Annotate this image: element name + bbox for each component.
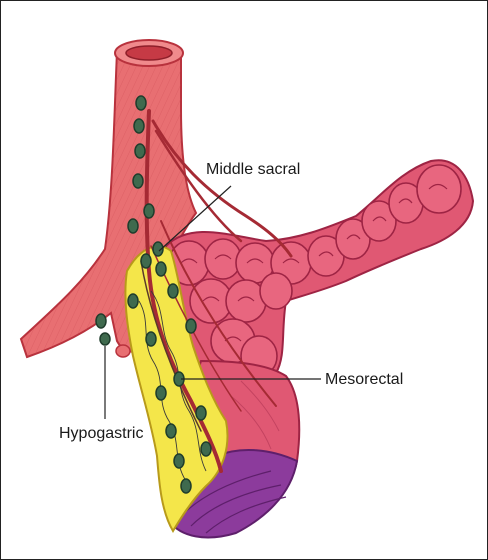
lymph-node xyxy=(165,423,177,439)
lymph-node xyxy=(133,118,145,134)
lymph-node xyxy=(95,313,107,329)
lymph-node xyxy=(127,218,139,234)
sigmoid-colon xyxy=(165,159,475,391)
middle-sacral-artery xyxy=(144,109,223,473)
lymph-node xyxy=(155,261,167,277)
lymph-node xyxy=(200,441,212,457)
lymph-node xyxy=(167,283,179,299)
lymph-node xyxy=(134,143,146,159)
lymph-node xyxy=(127,293,139,309)
superior-rectal-artery xyxy=(151,119,293,258)
lymph-node xyxy=(132,173,144,189)
lymph-node xyxy=(180,478,192,494)
lymph-node xyxy=(195,405,207,421)
sigmoid-branch xyxy=(154,129,243,243)
lymph-node xyxy=(185,318,197,334)
haustra xyxy=(259,272,293,310)
lymph-node xyxy=(173,453,185,469)
lymph-node xyxy=(155,385,167,401)
lymph-nodes xyxy=(95,95,212,494)
lymph-node xyxy=(152,241,164,257)
lymph-node xyxy=(145,331,157,347)
aorta-lumen xyxy=(125,45,173,61)
rectal-branch xyxy=(140,260,202,432)
leader-lines xyxy=(104,185,321,419)
lymph-node xyxy=(143,203,155,219)
lymph-node xyxy=(140,253,152,269)
label-mesorectal: Mesorectal xyxy=(325,371,404,388)
haustra xyxy=(361,200,397,242)
label-hypogastric: Hypogastric xyxy=(59,425,144,442)
iliac-branch-stub xyxy=(115,344,131,358)
label-middle-sacral: Middle sacral xyxy=(206,161,301,178)
lymph-node xyxy=(135,95,147,111)
lymph-node xyxy=(99,332,111,346)
rectal-branch xyxy=(160,220,277,407)
haustra xyxy=(416,164,462,214)
leader-line-middle-sacral xyxy=(158,185,232,252)
